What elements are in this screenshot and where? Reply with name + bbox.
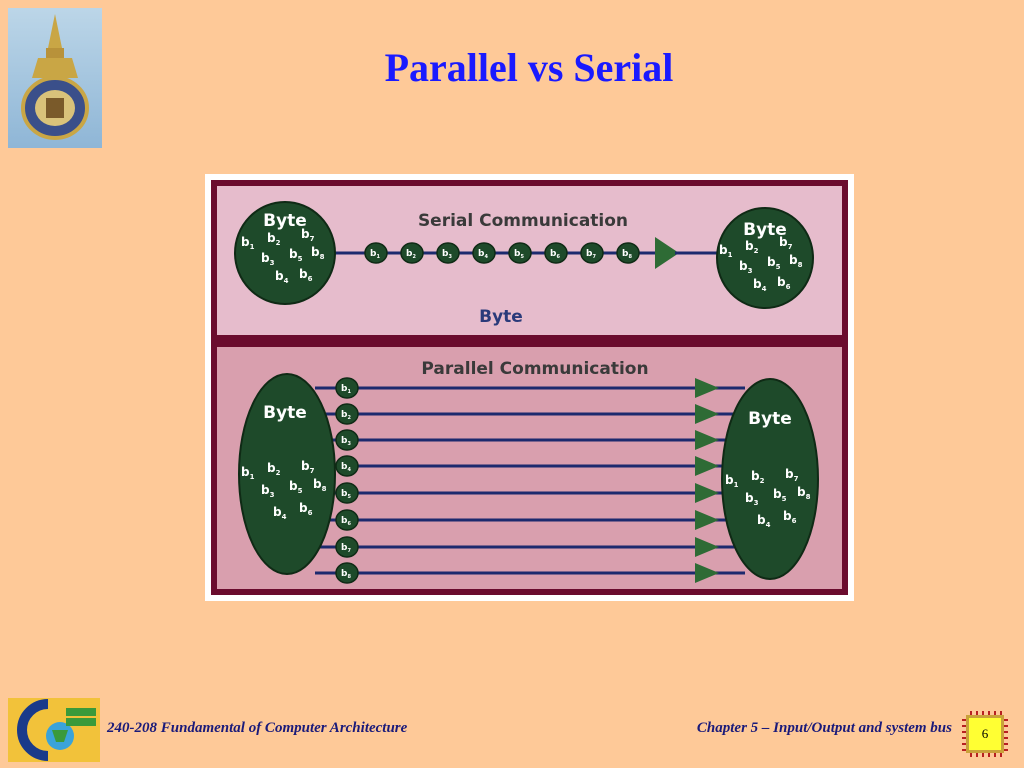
svg-text:b7: b7 [586,249,596,260]
svg-text:b8: b8 [622,249,632,260]
parallel-bit-bead: b5 [335,482,359,504]
serial-parallel-diagram: Serial Communication Byte Byte Byte b1 b2… [205,174,854,601]
serial-title: Serial Communication [418,211,628,231]
serial-source-byte-label: Byte [263,211,307,231]
page-number: 6 [969,718,1001,750]
svg-text:b8: b8 [341,569,351,580]
svg-text:b4: b4 [341,462,351,473]
svg-text:b4: b4 [478,249,488,260]
parallel-bit-bead: b8 [335,562,359,584]
svg-text:b1: b1 [370,249,380,260]
department-logo-icon [8,698,100,762]
parallel-dest-byte-label: Byte [748,409,792,429]
serial-dest-byte [716,207,814,309]
university-emblem-icon [8,8,102,148]
svg-text:b3: b3 [341,436,351,447]
parallel-title: Parallel Communication [421,359,648,379]
serial-bit-bead: b6 [544,242,568,264]
parallel-bit-bead: b3 [335,429,359,451]
parallel-bit-arrow [695,483,719,503]
serial-bit-bead: b8 [616,242,640,264]
parallel-bit-bead: b6 [335,509,359,531]
page-title: Parallel vs Serial [384,45,674,90]
serial-byte-caption: Byte [479,307,523,327]
serial-bit-bead: b1 [364,242,388,264]
parallel-bit-bead: b4 [335,455,359,477]
serial-bit-bead: b2 [400,242,424,264]
parallel-bit-bead: b1 [335,377,359,399]
svg-text:b1: b1 [341,384,351,395]
serial-arrow [655,237,679,269]
serial-bit-bead: b7 [580,242,604,264]
footer-course-name: 208 Fundamental of Computer Architecture [134,720,408,736]
parallel-bit-arrow [695,430,719,450]
footer-chapter: Chapter 5 – Input/Output and system bus [696,720,952,736]
parallel-source-byte [238,373,336,575]
svg-text:b2: b2 [406,249,416,260]
parallel-bit-bead: b7 [335,536,359,558]
parallel-bit-arrow [695,404,719,424]
svg-text:b3: b3 [442,249,452,260]
svg-text:b2: b2 [341,410,351,421]
footer-course-number: 240- [107,720,135,736]
serial-dest-byte-label: Byte [743,220,787,240]
serial-bit-bead: b5 [508,242,532,264]
serial-bit-bead: b4 [472,242,496,264]
serial-source-byte [234,201,336,305]
parallel-bit-arrow [695,510,719,530]
svg-text:b5: b5 [514,249,524,260]
svg-text:b7: b7 [341,543,351,554]
parallel-dest-byte [721,378,819,580]
parallel-bit-arrow [695,378,719,398]
parallel-bit-arrow [695,456,719,476]
footer-course: 240-208 Fundamental of Computer Architec… [107,720,407,737]
svg-text:b5: b5 [341,489,351,500]
svg-text:b6: b6 [550,249,560,260]
parallel-source-byte-label: Byte [263,403,307,423]
svg-text:b6: b6 [341,516,351,527]
serial-bit-bead: b3 [436,242,460,264]
parallel-bit-bead: b2 [335,403,359,425]
parallel-bit-arrow [695,563,719,583]
parallel-bit-arrow [695,537,719,557]
